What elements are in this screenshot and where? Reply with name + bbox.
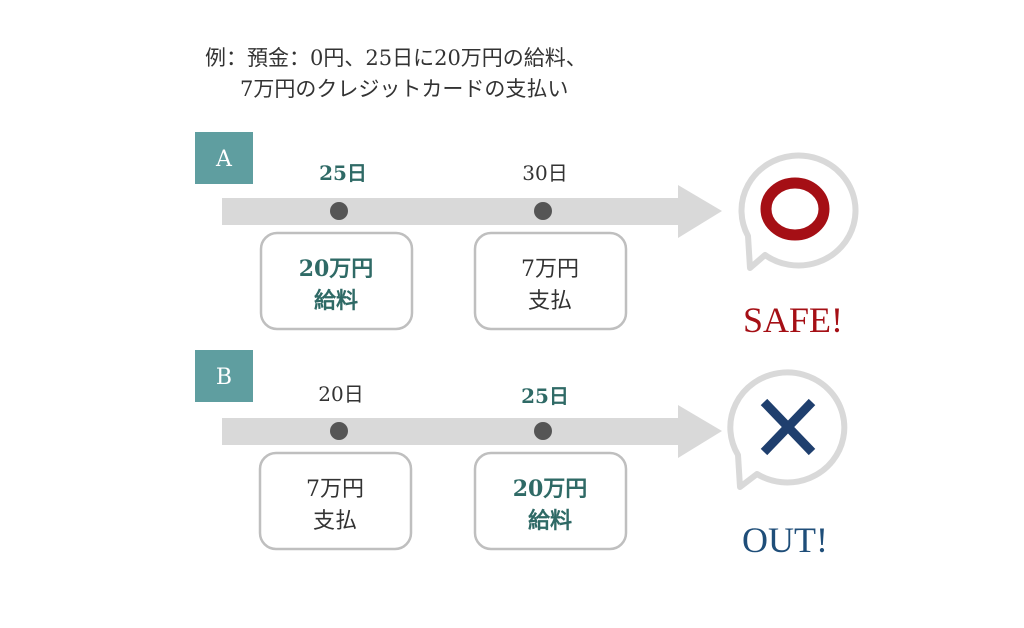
scenario-label: A — [215, 147, 233, 172]
header-line-1: 例：預金：0円、25日に20万円の給料、 — [205, 46, 587, 70]
speech-bubble-icon — [738, 152, 859, 271]
arrow-head-icon — [678, 405, 722, 458]
timeline-dot — [330, 202, 348, 220]
scenario-label: B — [216, 365, 232, 390]
scenario-a: A 25日 30日 20万円 給料 7万円 支払 SAFE! — [195, 132, 859, 340]
event-box — [473, 451, 628, 551]
event-box — [473, 231, 628, 331]
timeline-bar — [222, 198, 680, 225]
event-amount: 20万円 — [513, 476, 588, 502]
timeline-dot — [330, 422, 348, 440]
timeline-bar — [222, 418, 680, 445]
arrow-head-icon — [678, 185, 722, 238]
event-desc: 給料 — [528, 508, 572, 534]
result-text: SAFE! — [743, 300, 843, 340]
scenario-label-box — [195, 350, 253, 402]
scenario-label-box — [195, 132, 253, 184]
event-date: 30日 — [522, 161, 567, 185]
event-date: 20日 — [318, 382, 363, 406]
event-amount: 20万円 — [299, 256, 374, 282]
scenario-b: B 20日 25日 7万円 支払 20万円 給料 OUT! — [195, 350, 848, 560]
event-box — [258, 451, 413, 551]
event-box — [259, 231, 414, 331]
circle-icon — [760, 177, 830, 241]
event-date: 25日 — [319, 161, 367, 185]
event-date: 25日 — [521, 384, 569, 408]
timeline-dot — [534, 202, 552, 220]
event-desc: 支払 — [313, 509, 357, 534]
timeline-dot — [534, 422, 552, 440]
event-desc: 支払 — [528, 289, 572, 314]
event-desc: 給料 — [314, 288, 358, 314]
header-line-2: 7万円のクレジットカードの支払い — [240, 77, 568, 101]
result-text: OUT! — [742, 520, 828, 560]
event-amount: 7万円 — [521, 257, 579, 282]
event-amount: 7万円 — [306, 477, 364, 502]
cross-icon — [760, 398, 816, 456]
